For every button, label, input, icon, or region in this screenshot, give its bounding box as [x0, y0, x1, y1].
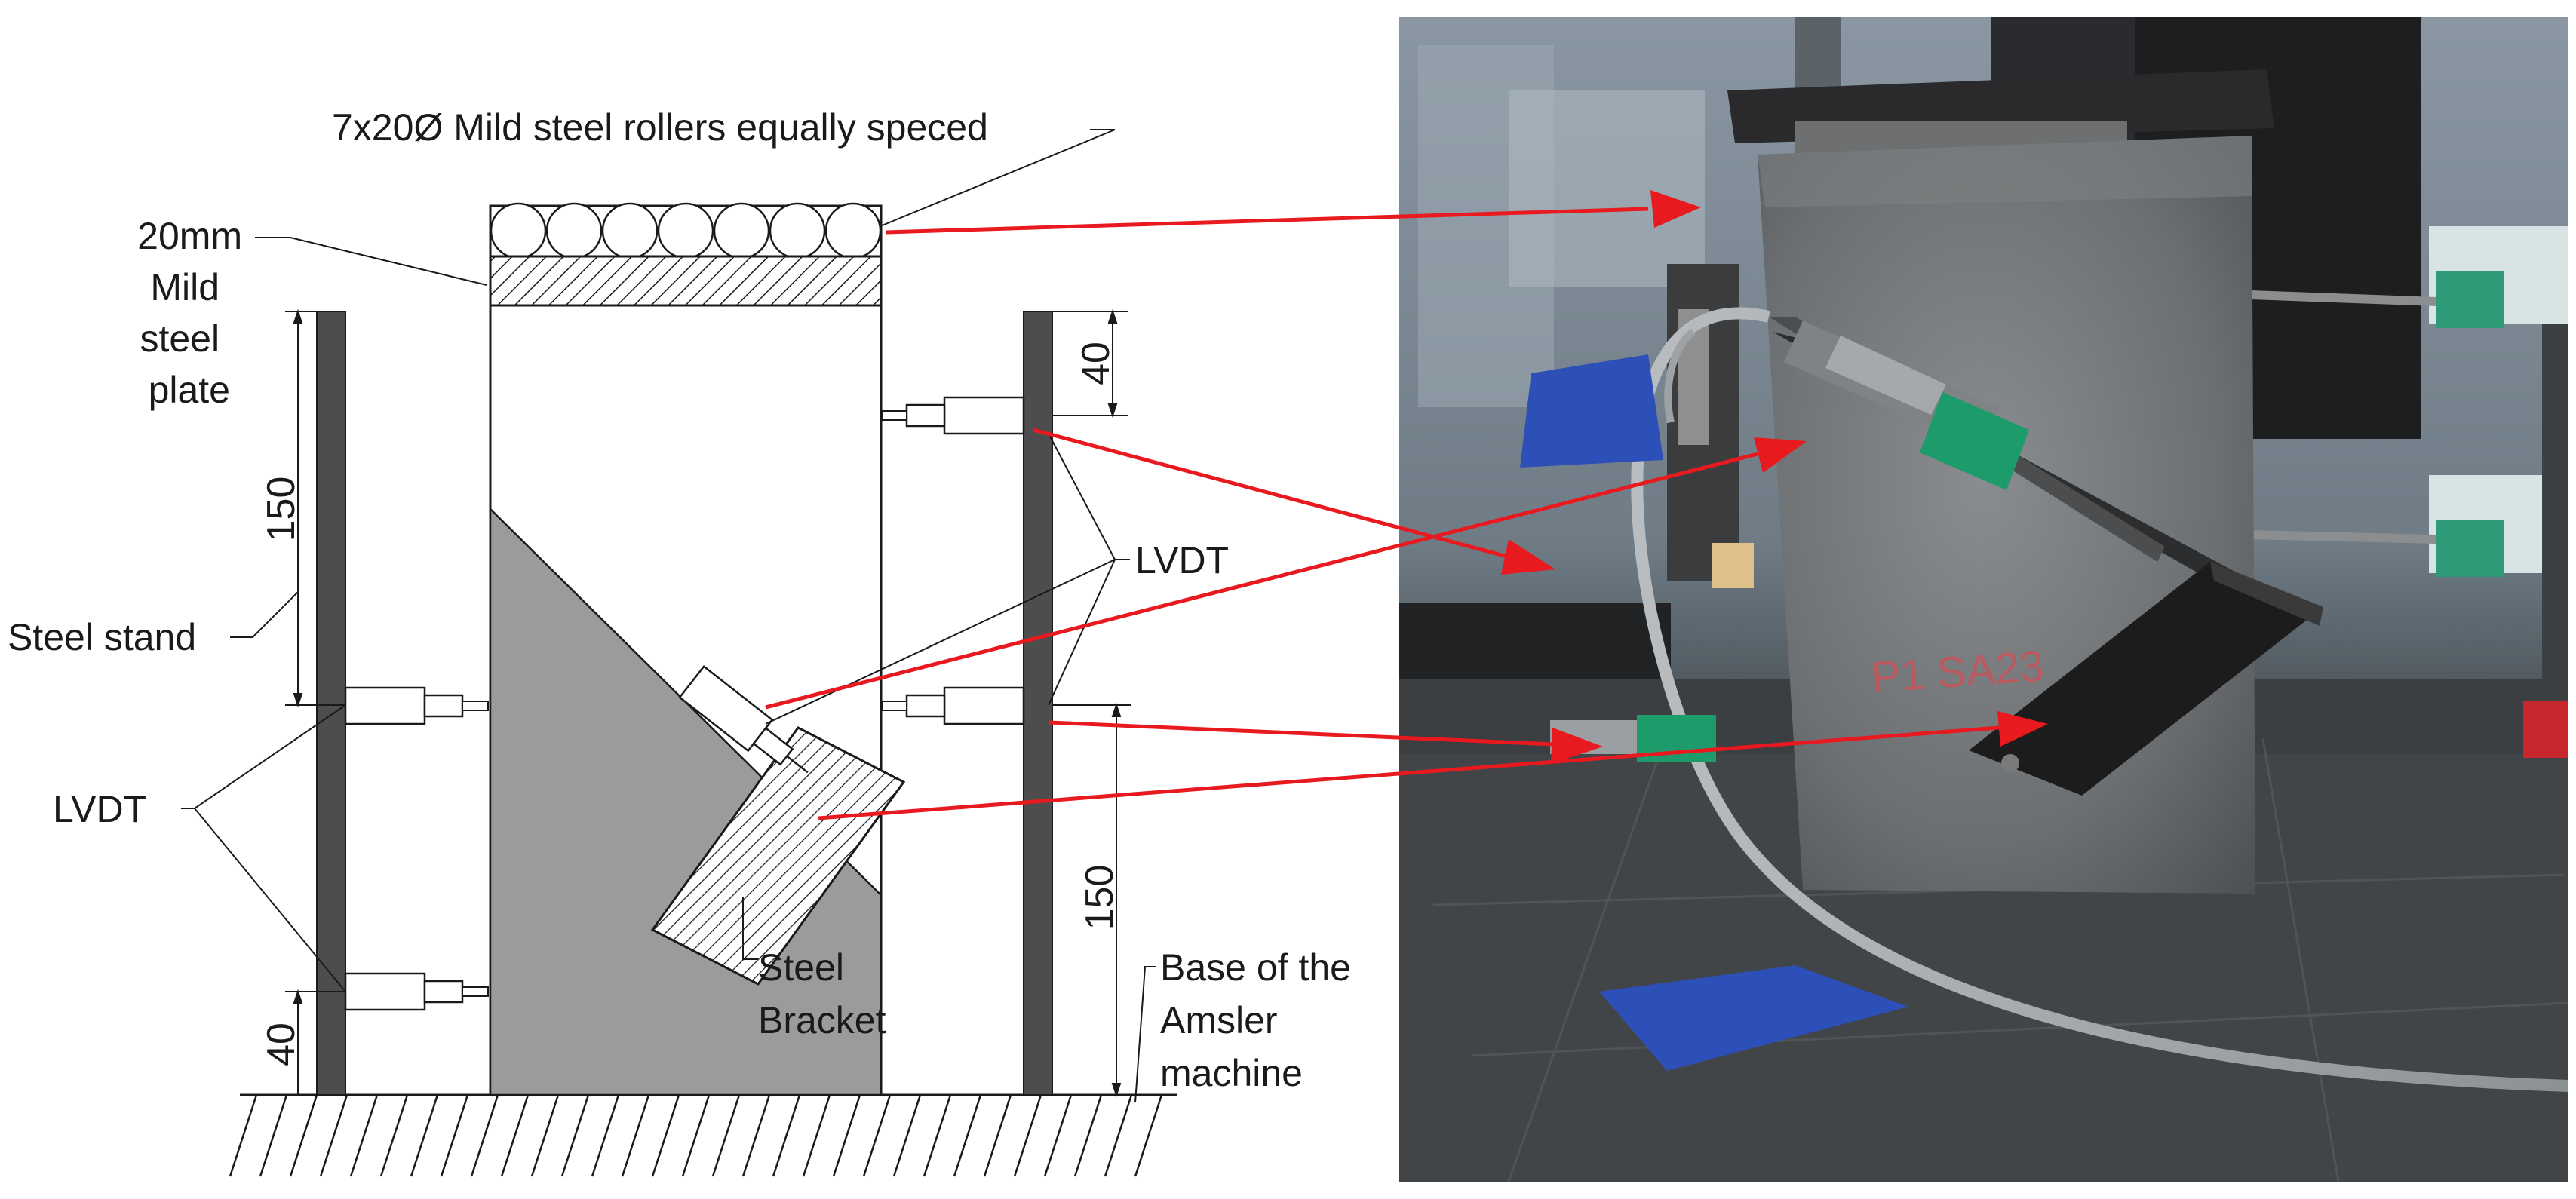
dim-left-150: 150: [259, 477, 303, 542]
dim-right-150: 150: [1078, 865, 1122, 931]
arrow-lvdt-lower: [1048, 720, 1555, 747]
plate-label-line-4: plate: [149, 369, 230, 411]
roller-circle: [713, 202, 770, 259]
specimen-marking: P1 SA23: [1870, 641, 2046, 702]
ground-hatch-line: [470, 1094, 499, 1177]
lvdt-left-label: LVDT: [53, 788, 146, 830]
technical-drawing: 7x20Ø Mild steel rollers equally speced …: [8, 106, 1362, 1177]
steel-bracket: [650, 726, 906, 986]
ground-hatch-line: [923, 1094, 952, 1177]
ground-hatch-line: [349, 1094, 379, 1177]
roller-circle: [657, 202, 714, 259]
ground-hatch-line: [530, 1094, 560, 1177]
dim-right-40: 40: [1074, 342, 1118, 385]
ground-hatch-line: [862, 1094, 892, 1177]
ground-hatch-line: [289, 1094, 318, 1177]
bracket-label-line-1: Steel: [758, 946, 844, 989]
plate-label: 20mm Mild steel plate: [137, 215, 253, 411]
lvdt-left-upper: [344, 686, 489, 725]
base-label: Base of the Amsler machine: [1160, 946, 1362, 1094]
ground-hatch-line: [1073, 1094, 1103, 1177]
ground-hatch-line: [591, 1094, 620, 1177]
plate-label-line-2: Mild: [150, 266, 220, 308]
arrow-bracket-head: [1997, 711, 2048, 747]
arrow-lvdt-diagonal-head: [1754, 437, 1807, 473]
lvdt-right-lower: [882, 686, 1025, 725]
ground-hatch-line: [1104, 1094, 1133, 1177]
base-label-line-3: machine: [1160, 1052, 1303, 1094]
roller-circle: [490, 202, 547, 259]
lvdt-right-upper: [882, 396, 1025, 435]
dimension-lines: [285, 308, 1131, 1098]
ground-hatch-line: [621, 1094, 650, 1177]
ground-hatch-line: [832, 1094, 861, 1177]
ground-hatch-line: [651, 1094, 680, 1177]
roller-circle: [601, 202, 659, 259]
right-steel-stand: [1023, 311, 1053, 1096]
ground-hatch-line: [983, 1094, 1012, 1177]
base-label-line-1: Base of the: [1160, 946, 1351, 989]
arrow-lvdt-upper-head: [1501, 539, 1555, 575]
leader-lines: [181, 129, 1156, 1103]
specimen-photo: P1 SA23: [1399, 17, 2568, 1182]
ground-hatch-line: [953, 1094, 982, 1177]
roller-circle: [824, 202, 882, 259]
arrow-rollers-head: [1650, 190, 1701, 228]
ground-hatch-line: [1043, 1094, 1073, 1177]
left-steel-stand: [316, 311, 346, 1096]
annotation-arrows: [765, 190, 2048, 820]
ground-hatch-line: [410, 1094, 439, 1177]
plate-label-line-3: steel: [140, 317, 220, 360]
ground-hatch-line: [711, 1094, 741, 1177]
arrow-rollers: [886, 207, 1649, 235]
ground-hatch-line: [259, 1094, 288, 1177]
arrow-lvdt-diagonal: [765, 452, 1758, 710]
ground: [229, 1093, 1177, 1177]
mild-steel-plate: [489, 255, 883, 307]
rollers: [489, 202, 883, 259]
ground-hatch-line: [319, 1094, 348, 1177]
steel-stand-label: Steel stand: [8, 616, 196, 658]
ground-hatch-line: [892, 1094, 922, 1177]
ground-hatch-line: [1013, 1094, 1042, 1177]
ground-hatch-line: [229, 1094, 258, 1177]
ground-hatch-line: [379, 1094, 409, 1177]
ground-hatch-line: [681, 1094, 711, 1177]
plate-label-line-1: 20mm: [137, 215, 242, 257]
bracket-label: Steel Bracket: [758, 946, 886, 1041]
ground-hatch-line: [560, 1094, 590, 1177]
roller-circle: [769, 202, 826, 259]
arrow-lvdt-lower-head: [1551, 728, 1603, 764]
ground-hatch-line: [802, 1094, 831, 1177]
lvdt-left-lower: [344, 972, 489, 1011]
ground-hatch-line: [741, 1094, 771, 1177]
lvdt-right-label: LVDT: [1135, 539, 1229, 581]
roller-circle: [545, 202, 603, 259]
arrow-lvdt-upper: [1033, 428, 1508, 559]
arrow-bracket: [818, 725, 2000, 820]
ground-hatch-line: [1134, 1094, 1163, 1177]
ground-hatch-line: [772, 1094, 801, 1177]
lvdt-diagonal: [678, 665, 809, 774]
ground-hatch-line: [440, 1094, 469, 1177]
dim-left-40: 40: [259, 1023, 303, 1066]
base-label-line-2: Amsler: [1160, 999, 1278, 1041]
ground-hatch-line: [500, 1094, 530, 1177]
bracket-label-line-2: Bracket: [758, 999, 886, 1041]
rollers-label: 7x20Ø Mild steel rollers equally speced: [332, 106, 988, 149]
